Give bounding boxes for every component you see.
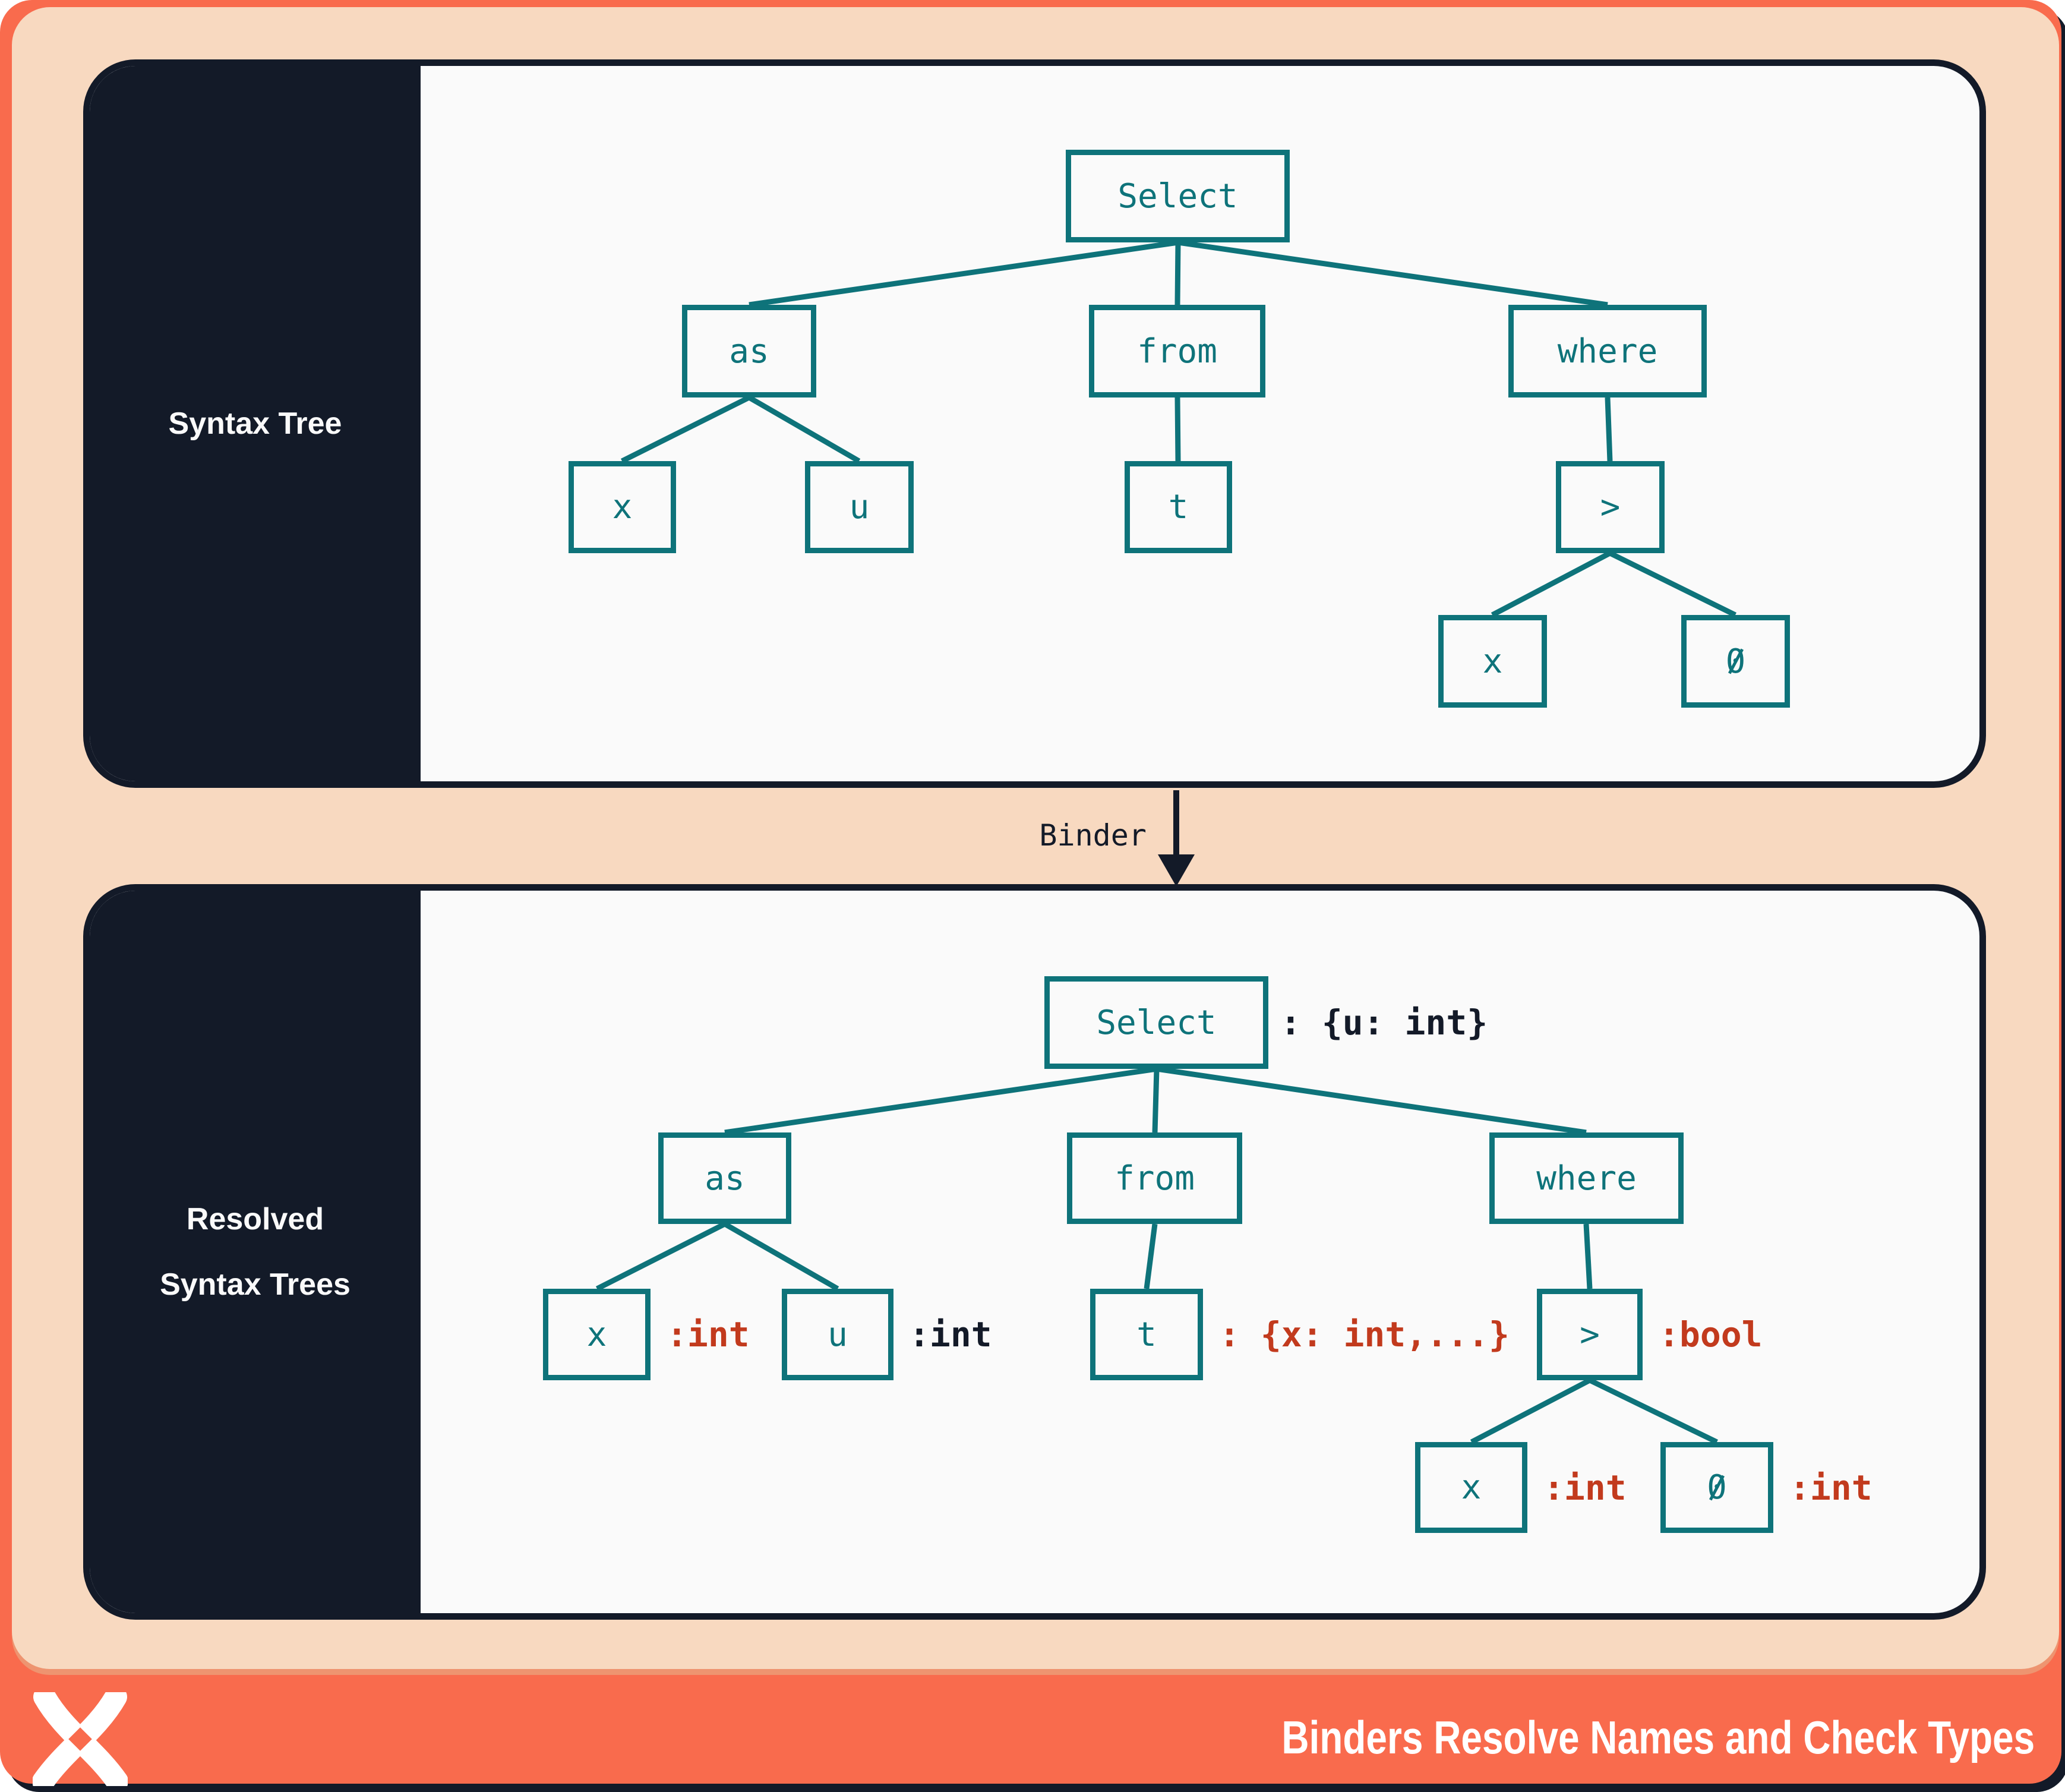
syntax-tree-panel: Syntax Tree [83,59,1986,788]
syntax-node-as: as [682,305,816,397]
resolved-annotation-x: :int [667,1314,750,1355]
syntax-node-where: where [1508,305,1707,397]
resolved-node-as: as [658,1132,791,1224]
resolved-node-from: from [1067,1132,1242,1224]
syntax-node-x: x [569,461,676,553]
resolved-trees-label-line2: Syntax Trees [160,1267,351,1302]
resolved-trees-sidebar: Resolved Syntax Trees [90,891,421,1613]
syntax-node-from: from [1089,305,1265,397]
binder-label: Binder [1039,818,1147,853]
syntax-node-x2: x [1438,615,1547,708]
resolved-node-gt: > [1537,1289,1643,1380]
resolved-annotation-select: : {u: int} [1280,1002,1488,1043]
resolved-trees-panel: Resolved Syntax Trees [83,884,1986,1620]
footer-title: Binders Resolve Names and Check Types [1281,1711,2035,1763]
syntax-node-u: u [805,461,914,553]
syntax-node-select: Select [1066,150,1290,242]
syntax-tree-sidebar: Syntax Tree [90,66,421,781]
resolved-annotation-u: :int [909,1314,992,1355]
resolved-annotation-zero: :int [1789,1468,1873,1508]
x-ribbon-logo-icon [33,1692,128,1786]
syntax-tree-label: Syntax Tree [168,406,342,441]
resolved-annotation-gt: :bool [1659,1314,1763,1355]
resolved-annotation-x2: :int [1543,1468,1627,1508]
resolved-trees-label-line1: Resolved [186,1202,324,1236]
resolved-node-x2: x [1415,1442,1527,1533]
resolved-node-t: t [1090,1289,1203,1380]
resolved-node-u: u [782,1289,893,1380]
resolved-node-where: where [1489,1132,1684,1224]
syntax-node-t: t [1125,461,1232,553]
syntax-node-gt: > [1556,461,1665,553]
syntax-node-zero: 0 [1681,615,1790,708]
resolved-node-zero: 0 [1660,1442,1773,1533]
resolved-node-x: x [543,1289,651,1380]
resolved-node-select: Select [1044,976,1268,1069]
resolved-annotation-t: : {x: int,...} [1219,1314,1510,1355]
